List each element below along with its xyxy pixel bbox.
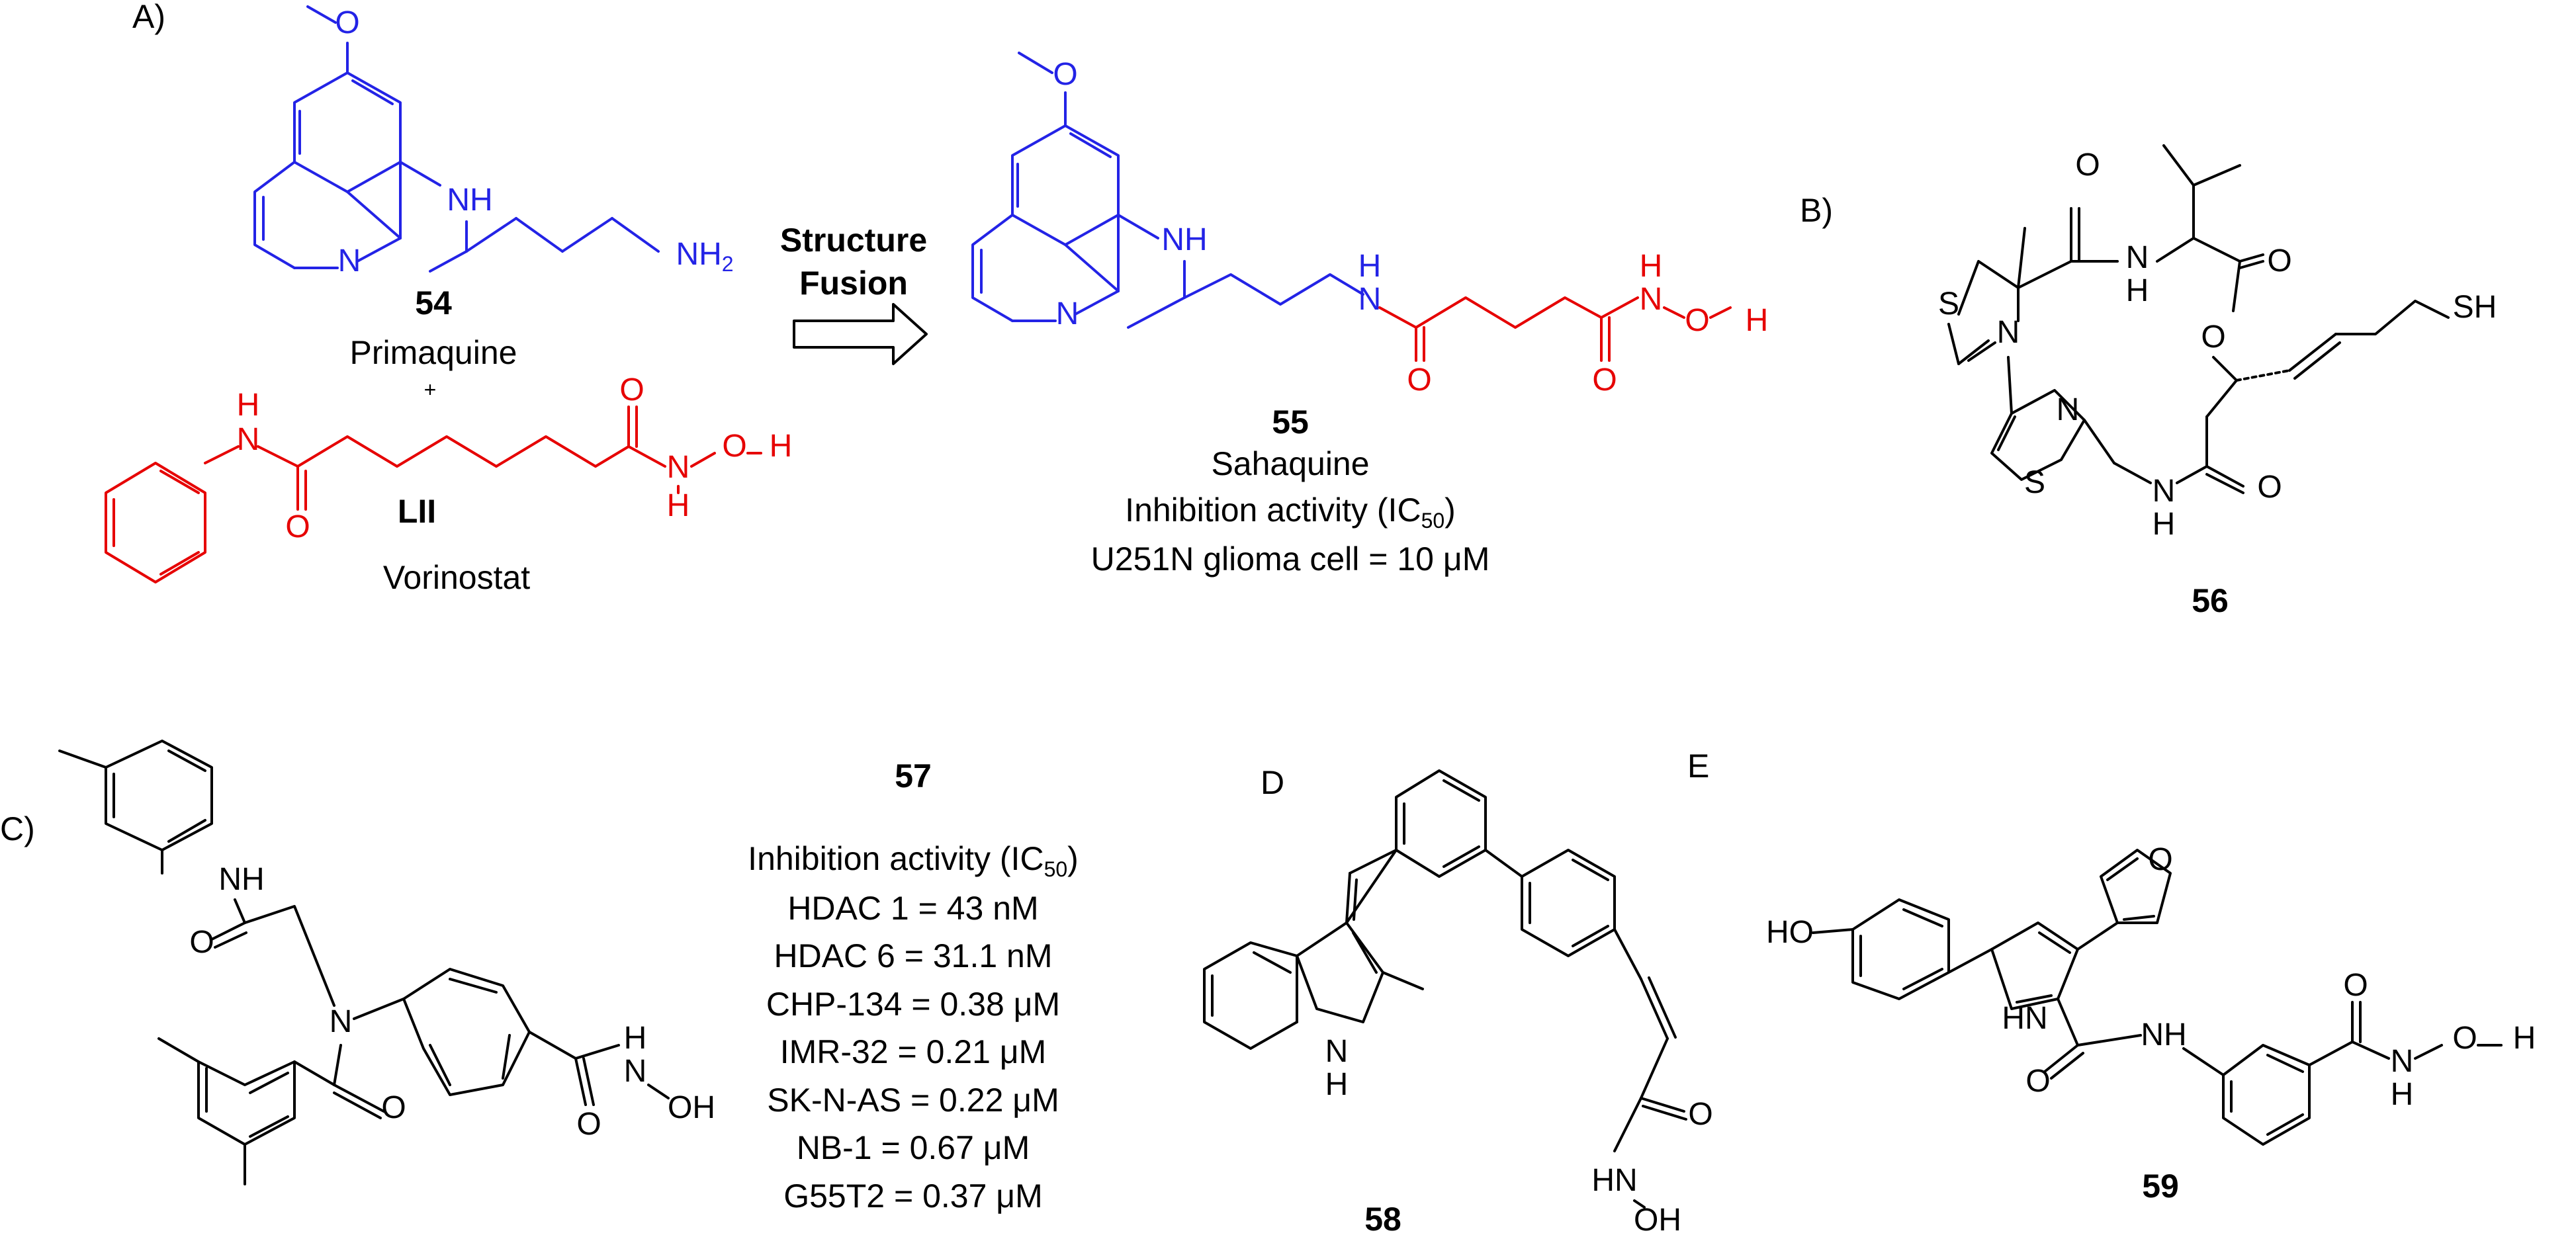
svg-text:O: O — [2201, 320, 2225, 355]
compound-57-activity-list: HDAC 1 = 43 nM HDAC 6 = 31.1 nM CHP-134 … — [766, 890, 1060, 1215]
svg-text:H: H — [2513, 1021, 2536, 1056]
svg-text:H: H — [667, 488, 690, 523]
svg-text:O: O — [189, 925, 214, 960]
svg-text:H: H — [624, 1021, 647, 1056]
svg-text:N: N — [1997, 315, 2020, 350]
svg-text:O: O — [1685, 303, 1709, 338]
compound-58-number: 58 — [1364, 1201, 1401, 1238]
svg-text:O: O — [381, 1090, 406, 1125]
panel-label-a: A) — [132, 0, 165, 35]
activity-row: SK-N-AS = 0.22 μM — [767, 1082, 1059, 1119]
svg-text:OH: OH — [668, 1090, 715, 1125]
activity-row: HDAC 1 = 43 nM — [787, 890, 1038, 927]
svg-text:N: N — [1640, 282, 1663, 317]
svg-text:N: N — [330, 1004, 353, 1039]
svg-text:O: O — [2452, 1021, 2477, 1056]
svg-text:O: O — [2075, 148, 2100, 183]
compound-57-number: 57 — [895, 757, 932, 794]
svg-text:S: S — [1938, 286, 1959, 321]
compound-55-activity-title: Inhibition activity (IC50) — [1125, 492, 1456, 533]
sahaquine-structure: O N NH H N O O H N O H — [971, 52, 1769, 398]
svg-text:NH: NH — [218, 862, 264, 897]
panel-label-c: C) — [0, 810, 35, 847]
svg-text:O: O — [722, 429, 746, 464]
svg-text:H: H — [2391, 1077, 2414, 1112]
compound-lii-name: Vorinostat — [383, 559, 530, 596]
svg-text:O: O — [2148, 842, 2172, 877]
svg-text:NH2: NH2 — [676, 237, 733, 276]
vorinostat-structure: H N O O N H O H — [105, 372, 793, 583]
svg-text:O: O — [576, 1107, 601, 1142]
svg-text:O: O — [2343, 968, 2368, 1003]
compound-54-number: 54 — [415, 284, 452, 321]
compound-lii-number: LII — [398, 493, 436, 530]
svg-text:SH: SH — [2453, 290, 2497, 325]
svg-text:N: N — [2126, 240, 2149, 275]
compound-57-activity-title: Inhibition activity (IC50) — [748, 840, 1079, 881]
compound-57-structure: NH O N O H N OH O — [58, 740, 715, 1185]
svg-text:H: H — [2153, 507, 2176, 542]
svg-text:N: N — [237, 422, 260, 457]
compound-56-structure: S N O N H O O SH O — [1938, 144, 2497, 542]
compound-55-number: 55 — [1272, 404, 1309, 441]
activity-row: HDAC 6 = 31.1 nM — [774, 937, 1052, 974]
svg-text:O: O — [285, 509, 310, 544]
compound-55-activity: U251N glioma cell = 10 μM — [1091, 540, 1490, 578]
svg-text:H: H — [1325, 1067, 1349, 1102]
svg-text:HN: HN — [2002, 1001, 2047, 1036]
svg-text:H: H — [770, 429, 793, 464]
svg-text:HO: HO — [1766, 915, 1814, 950]
svg-text:HN: HN — [1591, 1163, 1637, 1198]
primaquine-structure: O N NH NH2 — [253, 5, 734, 278]
svg-text:O: O — [2257, 470, 2282, 505]
svg-text:O: O — [1053, 57, 1077, 92]
svg-text:N: N — [667, 450, 690, 485]
svg-text:H: H — [1640, 249, 1663, 284]
svg-text:S: S — [2024, 465, 2045, 500]
arrow-label-line2: Fusion — [799, 265, 908, 302]
compound-59-structure: HO HN O O NH O N H — [1766, 842, 2536, 1146]
panel-label-b: B) — [1800, 192, 1833, 229]
svg-text:H: H — [1358, 249, 1382, 284]
structure-fusion-arrow — [793, 303, 928, 365]
svg-text:O: O — [1688, 1097, 1712, 1132]
svg-text:NH: NH — [447, 183, 492, 218]
svg-text:OH: OH — [1634, 1203, 1681, 1238]
compound-59-number: 59 — [2142, 1168, 2179, 1205]
svg-text:N: N — [2391, 1044, 2414, 1079]
svg-text:O: O — [1407, 363, 1431, 398]
panel-label-e: E — [1687, 748, 1709, 785]
svg-text:N: N — [2057, 392, 2080, 427]
panel-label-d: D — [1261, 764, 1284, 801]
svg-text:H: H — [237, 388, 260, 423]
svg-text:O: O — [619, 372, 644, 407]
svg-text:O: O — [2025, 1064, 2050, 1099]
activity-row: CHP-134 = 0.38 μM — [766, 986, 1060, 1023]
compound-58-structure: O HN OH N H — [1203, 769, 1713, 1238]
activity-row: IMR-32 = 0.21 μM — [780, 1033, 1047, 1070]
compound-56-number: 56 — [2192, 582, 2229, 619]
compound-54-name: Primaquine — [350, 334, 517, 371]
svg-text:NH: NH — [1161, 222, 1207, 257]
svg-text:O: O — [335, 5, 359, 40]
compound-55-name: Sahaquine — [1211, 445, 1369, 482]
svg-text:N: N — [624, 1054, 647, 1089]
svg-text:N: N — [1358, 282, 1382, 317]
svg-text:N: N — [2153, 474, 2176, 509]
svg-text:O: O — [1592, 363, 1617, 398]
activity-row: G55T2 = 0.37 μM — [783, 1177, 1043, 1215]
svg-text:H: H — [2126, 273, 2149, 308]
svg-text:NH: NH — [2141, 1017, 2186, 1052]
svg-text:N: N — [1325, 1034, 1349, 1069]
plus-sign: + — [424, 378, 437, 402]
activity-row: NB-1 = 0.67 μM — [797, 1129, 1030, 1166]
svg-text:O: O — [2267, 243, 2291, 278]
arrow-label-line1: Structure — [780, 222, 927, 259]
svg-text:H: H — [1746, 303, 1769, 338]
